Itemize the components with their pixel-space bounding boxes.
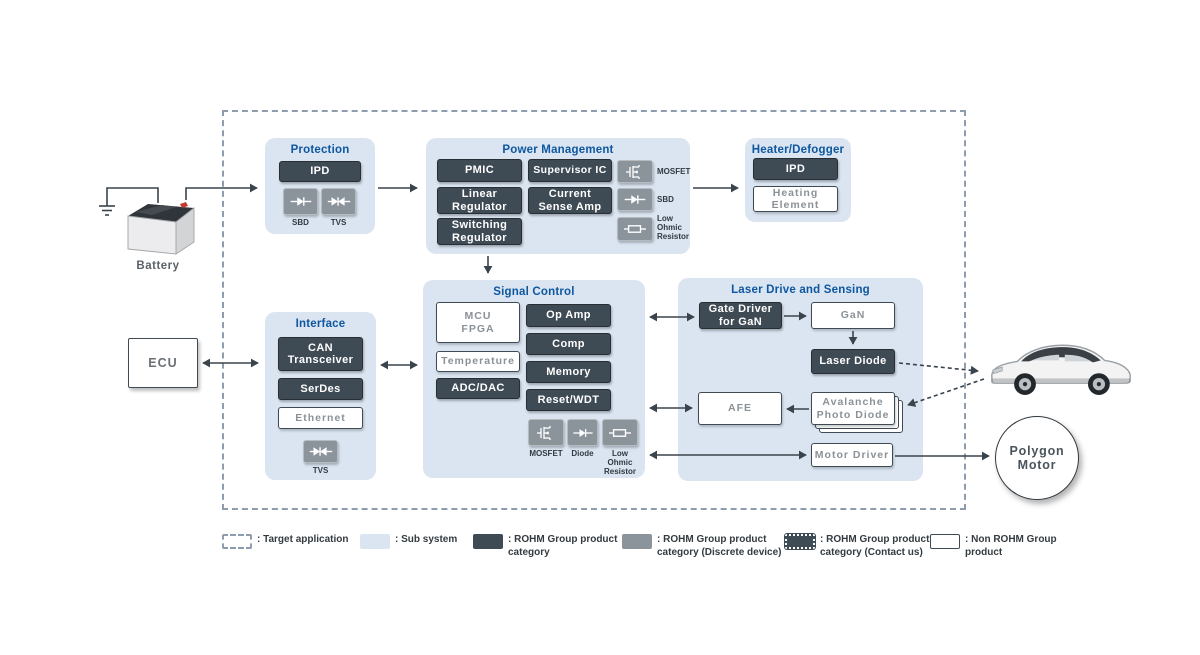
- legend-target-application: : Target application: [222, 533, 349, 549]
- block-adc-dac: ADC/DAC: [436, 378, 520, 399]
- sc-mosfet-label: MOSFET: [529, 449, 563, 458]
- heater-title: Heater/Defogger: [751, 144, 845, 156]
- pm-sbd-box: [617, 188, 653, 211]
- block-comp: Comp: [526, 333, 611, 355]
- block-ipd: IPD: [279, 161, 361, 182]
- pm-sbd-label: SBD: [657, 195, 674, 204]
- block-gan: GaN: [811, 302, 895, 329]
- if-tvs-box: [303, 440, 338, 463]
- subsystem-interface: Interface CAN Transceiver SerDes Etherne…: [265, 312, 376, 480]
- resistor-icon: [609, 428, 631, 437]
- pm-mosfet-box: [617, 160, 653, 183]
- battery-label: Battery: [136, 260, 180, 272]
- legend-swatch-non-rohm: [930, 534, 960, 549]
- subsystem-protection: Protection IPD SBD TVS: [265, 138, 375, 234]
- legend-swatch-sub-system: [360, 534, 390, 549]
- battery-image: [127, 202, 195, 255]
- mosfet-icon: [537, 425, 551, 440]
- block-laser-diode: Laser Diode: [811, 349, 895, 374]
- tvs-diode-icon: [327, 197, 350, 206]
- legend-sub-system: : Sub system: [360, 533, 457, 549]
- tvs-diode-icon: [309, 447, 332, 456]
- block-gate-driver-gan: Gate Driver for GaN: [699, 302, 782, 329]
- legend-label: : Non ROHM Group product: [965, 534, 1057, 558]
- power-management-title: Power Management: [502, 144, 614, 156]
- legend-swatch-target-application: [222, 534, 252, 549]
- legend-swatch-rohm-product: [473, 534, 503, 549]
- block-afe: AFE: [698, 392, 782, 425]
- block-motor-driver: Motor Driver: [811, 443, 893, 467]
- legend-rohm-discrete: : ROHM Group product category (Discrete …: [622, 533, 782, 559]
- legend-swatch-rohm-discrete: [622, 534, 652, 549]
- block-ethernet: Ethernet: [278, 407, 363, 429]
- subsystem-power-management: Power Management PMIC Supervisor IC Line…: [426, 138, 690, 254]
- block-heater-ipd: IPD: [753, 158, 838, 180]
- polygon-motor: Polygon Motor: [995, 416, 1079, 500]
- sc-low-ohmic-box: [602, 419, 638, 446]
- legend-label: : Sub system: [395, 534, 458, 545]
- block-heating-element: Heating Element: [753, 186, 838, 212]
- block-linear-regulator: Linear Regulator: [437, 187, 522, 214]
- resistor-icon: [624, 225, 646, 233]
- block-switching-regulator: Switching Regulator: [437, 218, 522, 245]
- subsystem-signal-control: Signal Control MCU FPGA Temperature ADC/…: [423, 280, 645, 478]
- pm-low-ohmic-box: [617, 217, 653, 241]
- sc-mosfet-box: [528, 419, 564, 446]
- block-memory: Memory: [526, 361, 611, 383]
- sc-diode-label: Diode: [571, 449, 594, 458]
- sc-low-ohmic-label: Low Ohmic Resistor: [603, 449, 636, 477]
- mosfet-icon: [626, 164, 640, 179]
- block-pmic: PMIC: [437, 159, 522, 182]
- tvs-diode-box: [321, 188, 356, 215]
- legend-label: : ROHM Group product category (Contact u…: [820, 534, 930, 558]
- interface-title: Interface: [295, 318, 346, 330]
- block-op-amp: Op Amp: [526, 304, 611, 327]
- pm-low-ohmic-label: Low Ohmic Resistor: [657, 214, 690, 242]
- sc-diode-box: [567, 419, 598, 446]
- sbd-diode-icon: [624, 195, 646, 204]
- sbd-label: SBD: [292, 218, 309, 227]
- block-avalanche-photo-diode: Avalanche Photo Diode: [811, 392, 895, 425]
- block-serdes: SerDes: [278, 378, 363, 400]
- tvs-label: TVS: [330, 218, 347, 227]
- car-image: [991, 344, 1131, 395]
- sbd-diode-box: [283, 188, 318, 215]
- legend-rohm-contact: : ROHM Group product category (Contact u…: [785, 533, 929, 559]
- legend-swatch-rohm-contact: [785, 534, 815, 549]
- diode-icon: [572, 428, 593, 437]
- block-current-sense-amp: Current Sense Amp: [528, 187, 612, 214]
- block-can-transceiver: CAN Transceiver: [278, 337, 363, 371]
- block-temperature: Temperature: [436, 351, 520, 372]
- signal-control-title: Signal Control: [493, 286, 575, 298]
- legend-label: : ROHM Group product category (Discrete …: [657, 534, 782, 558]
- if-tvs-label: TVS: [312, 466, 329, 475]
- legend-label: : Target application: [257, 534, 349, 545]
- target-application-frame: [222, 110, 966, 510]
- ecu-box: ECU: [128, 338, 198, 388]
- subsystem-heater-defogger: Heater/Defogger IPD Heating Element: [745, 138, 851, 222]
- subsystem-laser-drive-sensing: Laser Drive and Sensing Gate Driver for …: [678, 278, 923, 481]
- protection-title: Protection: [290, 144, 350, 156]
- block-supervisor-ic: Supervisor IC: [528, 159, 612, 182]
- pm-mosfet-label: MOSFET: [657, 167, 691, 176]
- legend-non-rohm: : Non ROHM Group product: [930, 533, 1057, 559]
- block-reset-wdt: Reset/WDT: [526, 389, 611, 411]
- laser-title: Laser Drive and Sensing: [731, 284, 870, 296]
- block-mcu-fpga: MCU FPGA: [436, 302, 520, 343]
- legend-rohm-product: : ROHM Group product category: [473, 533, 617, 559]
- legend-label: : ROHM Group product category: [508, 534, 618, 558]
- sbd-diode-icon: [290, 197, 311, 206]
